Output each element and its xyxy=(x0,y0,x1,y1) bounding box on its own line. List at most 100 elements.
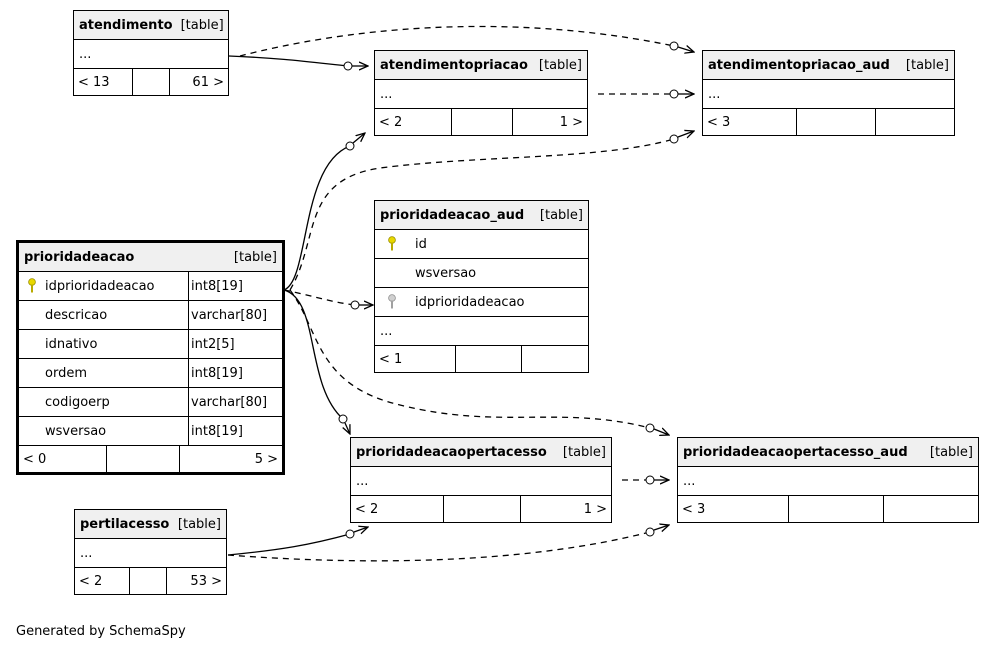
table-header[interactable]: atendimentopriacao_aud [table] xyxy=(703,51,954,80)
edge-perfilacesso-prioridadeacaopertacesso-aud xyxy=(227,531,651,562)
edge-end-circle xyxy=(645,527,655,537)
column-row[interactable]: wsversao int8[19] xyxy=(19,417,282,446)
table-atendimento[interactable]: atendimento [table] ... < 13 61 > xyxy=(73,10,229,96)
edge-arrow xyxy=(677,47,694,52)
parents-count[interactable]: 61 > xyxy=(192,74,224,90)
children-count[interactable]: < 2 xyxy=(355,501,379,517)
column-name: id xyxy=(415,236,427,252)
edge-end-circle xyxy=(338,414,348,424)
primary-key-icon xyxy=(23,278,41,294)
table-prioridadeacaopertacesso-aud[interactable]: prioridadeacaopertacesso_aud [table] ...… xyxy=(677,437,979,523)
table-footer: < 3 xyxy=(678,496,978,522)
edge-prioridadeacao-atendimentopriacao-aud xyxy=(289,138,675,291)
table-name: prioridadeacaopertacesso_aud xyxy=(683,444,908,460)
column-name: wsversao xyxy=(415,265,477,281)
column-row[interactable]: id xyxy=(375,230,588,259)
footer-spacer xyxy=(132,69,170,95)
table-atendimentopriacao-aud[interactable]: atendimentopriacao_aud [table] ... < 3 xyxy=(702,50,955,136)
column-row[interactable]: codigoerp varchar[80] xyxy=(19,388,282,417)
column-row[interactable]: idnativo int2[5] xyxy=(19,330,282,359)
table-footer: < 2 1 > xyxy=(351,496,611,522)
column-type: int2[5] xyxy=(188,330,282,358)
column-name: idnativo xyxy=(45,336,98,352)
column-row[interactable]: idprioridadeacao xyxy=(375,288,588,317)
column-row[interactable]: ordem int8[19] xyxy=(19,359,282,388)
parents-count xyxy=(522,346,588,372)
children-count[interactable]: < 1 xyxy=(379,351,403,367)
table-prioridadeacao[interactable]: prioridadeacao [table] idprioridadeacao … xyxy=(16,240,285,475)
table-ellipsis-row: ... xyxy=(703,80,954,109)
column-row[interactable]: idprioridadeacao int8[19] xyxy=(19,272,282,301)
footer-spacer xyxy=(451,109,513,135)
table-atendimentopriacao[interactable]: atendimentopriacao [table] ... < 2 1 > xyxy=(374,50,588,136)
edge-prioridadeacao-prioridadeacao-aud xyxy=(283,289,356,306)
table-ellipsis-row: ... xyxy=(678,467,978,496)
edge-arrow xyxy=(352,133,365,144)
children-count[interactable]: < 2 xyxy=(79,573,103,589)
edge-end-circle xyxy=(350,300,360,310)
table-name: prioridadeacao xyxy=(24,249,135,265)
edge-end-circle xyxy=(669,89,679,99)
column-name: idprioridadeacao xyxy=(45,278,155,294)
table-name: pertilacesso xyxy=(80,516,170,532)
table-ellipsis-row: ... xyxy=(375,80,587,109)
edge-end-circle xyxy=(669,134,679,144)
edge-arrow xyxy=(353,527,368,532)
children-count[interactable]: < 0 xyxy=(23,451,47,467)
footer-spacer xyxy=(796,109,876,135)
edge-prioridadeacao-atendimentopriacao xyxy=(283,145,351,291)
table-header[interactable]: prioridadeacao [table] xyxy=(19,243,282,272)
edge-arrow xyxy=(677,131,694,137)
edge-atendimento-atendimentopriacao-aud xyxy=(239,25,675,57)
children-count[interactable]: < 3 xyxy=(707,114,731,130)
table-name: atendimento xyxy=(79,17,173,33)
table-type-label: [table] xyxy=(929,444,973,460)
parents-count[interactable]: 5 > xyxy=(254,451,278,467)
table-header[interactable]: atendimentopriacao [table] xyxy=(375,51,587,80)
table-footer: < 2 53 > xyxy=(75,568,226,594)
table-type-label: [table] xyxy=(180,17,224,33)
edge-arrow xyxy=(345,422,350,434)
primary-key-icon xyxy=(383,236,401,252)
ellipsis: ... xyxy=(79,46,92,62)
generated-by-note: Generated by SchemaSpy xyxy=(16,624,186,639)
table-header[interactable]: prioridadeacaopertacesso_aud [table] xyxy=(678,438,978,467)
column-row[interactable]: descricao varchar[80] xyxy=(19,301,282,330)
footer-spacer xyxy=(129,568,167,594)
table-type-label: [table] xyxy=(539,207,583,223)
table-header[interactable]: prioridadeacaopertacesso [table] xyxy=(351,438,611,467)
edge-prioridadeacao-prioridadeacaopertacesso-aud xyxy=(289,289,651,429)
edge-perfilacesso-prioridadeacaopertacesso xyxy=(227,533,351,556)
table-ellipsis-row: ... xyxy=(351,467,611,496)
edge-end-circle xyxy=(645,423,655,433)
edge-prioridadeacao-prioridadeacaopertacesso xyxy=(283,289,344,420)
table-ellipsis-row: ... xyxy=(375,317,588,346)
children-count[interactable]: < 13 xyxy=(78,74,110,90)
column-name: wsversao xyxy=(45,423,107,439)
table-header[interactable]: prioridadeacao_aud [table] xyxy=(375,201,588,230)
children-count[interactable]: < 2 xyxy=(379,114,403,130)
column-row[interactable]: wsversao xyxy=(375,259,588,288)
table-type-label: [table] xyxy=(905,57,949,73)
column-name: ordem xyxy=(45,365,87,381)
ellipsis: ... xyxy=(708,86,721,102)
parents-count[interactable]: 53 > xyxy=(190,573,222,589)
ellipsis: ... xyxy=(683,473,696,489)
parents-count[interactable]: 1 > xyxy=(559,114,583,130)
column-name: descricao xyxy=(45,307,108,323)
ellipsis: ... xyxy=(380,86,393,102)
footer-spacer xyxy=(106,446,180,472)
parents-count[interactable]: 1 > xyxy=(583,501,607,517)
table-prioridadeacaopertacesso[interactable]: prioridadeacaopertacesso [table] ... < 2… xyxy=(350,437,612,523)
table-type-label: [table] xyxy=(562,444,606,460)
table-header[interactable]: pertilacesso [table] xyxy=(75,510,226,539)
table-header[interactable]: atendimento [table] xyxy=(74,11,228,40)
footer-spacer xyxy=(788,496,884,522)
edge-atendimento-atendimentopriacao xyxy=(228,55,349,67)
children-count[interactable]: < 3 xyxy=(682,501,706,517)
table-prioridadeacao-aud[interactable]: prioridadeacao_aud [table] id wsversao i… xyxy=(374,200,589,373)
table-perfilacesso[interactable]: pertilacesso [table] ... < 2 53 > xyxy=(74,509,227,595)
column-type: int8[19] xyxy=(188,359,282,387)
